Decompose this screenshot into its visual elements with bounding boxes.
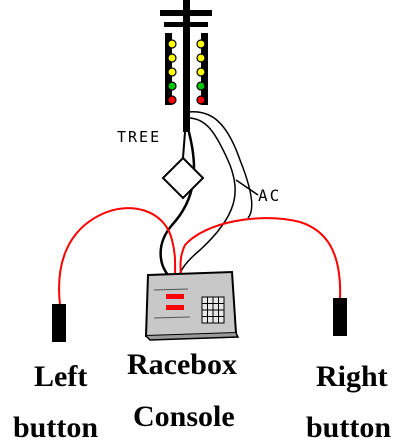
console-label-line2: Console [133,400,235,433]
amber-lamp [196,53,206,63]
racebox-console-icon [144,270,240,341]
tree-pole [183,0,190,132]
right-button-label-line1: Right [316,360,388,393]
right-button-wire [179,217,342,301]
console-edge [145,332,240,341]
junction-box-icon [161,131,205,200]
keypad-icon [201,296,225,324]
amber-lamp [167,67,177,77]
ac-cable-wire-return [178,117,236,281]
ac-label: AC [258,186,282,205]
ac-cable-wire [187,111,253,219]
tree-top-bar [164,22,208,27]
console-indicator [166,294,184,299]
wires [58,111,342,306]
tree-frame-right [201,33,208,105]
amber-lamp [196,39,206,49]
amber-lamp [167,53,177,63]
red-lamp [167,95,177,105]
left-button-label-line2: button [13,411,99,444]
left-button-icon [52,304,66,342]
ac-lead-line [235,179,259,196]
green-lamp [196,81,206,91]
tree-top-bar [160,10,212,16]
amber-lamp [196,67,206,77]
console-indicator [166,305,184,310]
left-button-label-line1: Left [34,360,88,393]
amber-lamp [167,39,177,49]
right-button-icon [333,298,347,336]
tree-to-console-wire [159,124,196,276]
green-lamp [167,81,177,91]
right-button-label-line2: button [306,411,392,444]
tree-frame-left [165,33,172,105]
tree-label: TREE [117,128,162,146]
christmas-tree [160,0,212,132]
red-lamp [196,95,206,105]
console-label-line1: Racebox [127,348,237,381]
left-button-wire [58,207,177,306]
